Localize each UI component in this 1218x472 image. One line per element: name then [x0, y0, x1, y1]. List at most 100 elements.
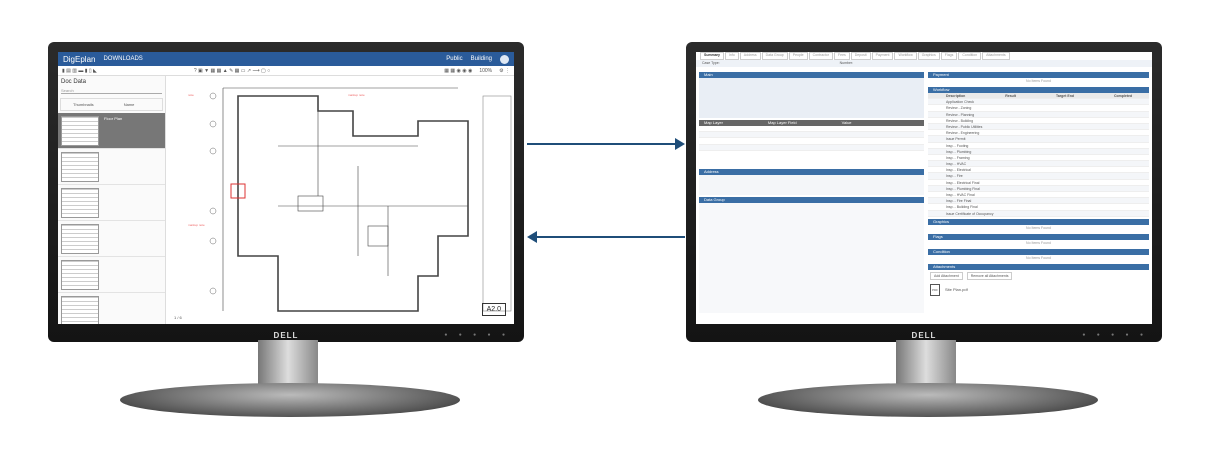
workflow-row[interactable]: Insp. - Fire: [928, 173, 1149, 180]
tab-graphics[interactable]: Graphics: [917, 52, 940, 60]
svg-text:markup note: markup note: [348, 93, 365, 97]
sheet-thumbnail[interactable]: [58, 221, 165, 257]
column-selector[interactable]: Thumbnails Name: [60, 98, 163, 111]
name-dropdown[interactable]: Name: [123, 102, 135, 107]
svg-text:markup note: markup note: [188, 223, 205, 227]
monitor-buttons[interactable]: ● ● ● ● ●: [444, 332, 510, 338]
tab-contractor[interactable]: Contractor: [808, 52, 833, 60]
workflow-row[interactable]: Review - Zoning: [928, 105, 1149, 112]
graphics-empty: No Items Found: [1026, 225, 1051, 230]
workflow-section[interactable]: Workflow: [928, 87, 1149, 93]
graphics-section[interactable]: Graphics: [928, 218, 1149, 225]
zoom-level[interactable]: 100%: [479, 67, 493, 74]
title-block: [482, 95, 512, 312]
arrow-right: [527, 138, 685, 150]
search-input[interactable]: Search: [61, 88, 162, 94]
tab-workflow[interactable]: Workflow: [894, 52, 917, 60]
add-attachment-button[interactable]: Add Attachment: [930, 271, 963, 280]
workflow-row[interactable]: Review - Engineering: [928, 130, 1149, 137]
workflow-row[interactable]: Insp. - Building Final: [928, 204, 1149, 211]
left-monitor: DigEplan DOWNLOADS Public Building ▮ ▤ ▥…: [48, 42, 524, 342]
view-tools[interactable]: ▦ ▦ ◉ ◉ ◉: [444, 67, 473, 74]
settings-icon[interactable]: ⚙ ⋮: [499, 67, 510, 74]
workflow-row[interactable]: Insp. - Electrical: [928, 167, 1149, 174]
workflow-row[interactable]: Review - Public Utilities: [928, 123, 1149, 131]
right-monitor-base: [758, 383, 1098, 417]
case-type-label: Case Type:: [702, 61, 720, 65]
sheet-thumbnail[interactable]: [58, 293, 165, 324]
project-dropdown[interactable]: DOWNLOADS: [103, 56, 143, 62]
public-toggle[interactable]: Public: [446, 56, 463, 62]
tab-payment[interactable]: Payment: [871, 52, 894, 60]
workflow-row[interactable]: Review - Building: [928, 118, 1149, 124]
tab-data-group[interactable]: Data Group: [761, 52, 788, 60]
app-logo: DigEplan: [63, 54, 96, 64]
condition-section[interactable]: Condition: [928, 248, 1149, 255]
workflow-row[interactable]: Insp. - HVAC: [928, 161, 1149, 168]
digeplan-screen: DigEplan DOWNLOADS Public Building ▮ ▤ ▥…: [58, 52, 514, 324]
main-fields: [699, 78, 924, 118]
tab-condition[interactable]: Condition: [958, 52, 982, 60]
workflow-row[interactable]: Insp. - HVAC Final: [928, 192, 1149, 199]
monitor-buttons[interactable]: ● ● ● ● ●: [1082, 332, 1148, 338]
workflow-row[interactable]: Insp. - Fire Final: [928, 198, 1149, 205]
flags-section[interactable]: Flags: [928, 233, 1149, 240]
arrow-left: [527, 231, 685, 243]
sheet-number: A2.0: [481, 303, 506, 316]
workflow-row[interactable]: Review - Planning: [928, 111, 1149, 118]
building-menu[interactable]: Building: [470, 56, 492, 62]
data-group-section[interactable]: Data Group: [699, 196, 924, 203]
svg-text:note: note: [188, 93, 194, 97]
attachment-item[interactable]: PDF Site Plan.pdf: [928, 282, 1149, 298]
tab-summary[interactable]: Summary: [700, 52, 724, 60]
sheet-thumbnail[interactable]: Floor Plan: [58, 113, 165, 149]
workflow-row[interactable]: Issue Certificate of Occupancy: [928, 210, 1149, 217]
address-section[interactable]: Address: [699, 168, 924, 175]
workflow-row[interactable]: Insp. - Electrical Final: [928, 180, 1149, 186]
payment-section[interactable]: Payment: [928, 72, 1149, 78]
sheet-thumbnail[interactable]: [58, 185, 165, 221]
workflow-row[interactable]: Insp. - Framing: [928, 155, 1149, 162]
pdf-icon: PDF: [930, 283, 940, 296]
tab-address[interactable]: Address: [739, 52, 761, 60]
dell-logo: DELL: [273, 331, 299, 340]
tab-people[interactable]: People: [788, 52, 808, 60]
dell-logo: DELL: [911, 331, 937, 340]
sheet-thumbnail[interactable]: [58, 257, 165, 293]
tab-deposit[interactable]: Deposit: [850, 52, 871, 60]
attachment-filename[interactable]: Site Plan.pdf: [945, 287, 968, 293]
number-label: Number:: [839, 61, 854, 65]
app-header: DigEplan DOWNLOADS Public Building: [58, 52, 514, 66]
attachments-section[interactable]: Attachments: [928, 263, 1149, 270]
tab-attachments[interactable]: Attachments: [982, 52, 1010, 60]
user-avatar[interactable]: [500, 54, 509, 64]
page-indicator[interactable]: 1 / 6: [174, 315, 182, 320]
markup-cloud[interactable]: [230, 183, 246, 199]
tab-info[interactable]: Info: [724, 52, 739, 60]
main-section[interactable]: Main: [699, 72, 924, 78]
workflow-row[interactable]: Application Check: [928, 99, 1149, 106]
workflow-row[interactable]: Insp. - Plumbing: [928, 148, 1149, 155]
floor-plan-drawing: markup note markup note note: [188, 87, 512, 312]
sheet-thumbnail[interactable]: [58, 149, 165, 185]
tool-icons[interactable]: ▮ ▤ ▥ ▬ ▮ ▯ ◣: [62, 67, 97, 74]
thumbnails-dropdown[interactable]: Thumbnails: [73, 102, 94, 107]
tab-flags[interactable]: Flags: [940, 52, 958, 60]
left-monitor-base: [120, 383, 460, 417]
toolbar: ▮ ▤ ▥ ▬ ▮ ▯ ◣ ? ▣ ▼ ▦ ▦ ▲ ✎ ▦ ▭ ↗ ⟶ ▢ ○ …: [58, 66, 514, 76]
payment-empty: No Items Found: [1026, 79, 1051, 83]
drawing-canvas[interactable]: markup note markup note note A2.0 1 / 6: [168, 76, 514, 324]
workflow-row[interactable]: Insp. - Plumbing Final: [928, 185, 1149, 192]
workflow-row[interactable]: Issue Permit: [928, 136, 1149, 143]
remove-attachments-button[interactable]: Remove all Attachments: [966, 271, 1013, 280]
markup-tools[interactable]: ? ▣ ▼ ▦ ▦ ▲ ✎ ▦ ▭ ↗ ⟶ ▢ ○: [193, 67, 271, 74]
workflow-row[interactable]: Insp. - Footing: [928, 143, 1149, 149]
tab-fees[interactable]: Fees: [833, 52, 850, 60]
condition-empty: No Items Found: [1026, 255, 1051, 260]
flags-empty: No Items Found: [1026, 240, 1051, 245]
